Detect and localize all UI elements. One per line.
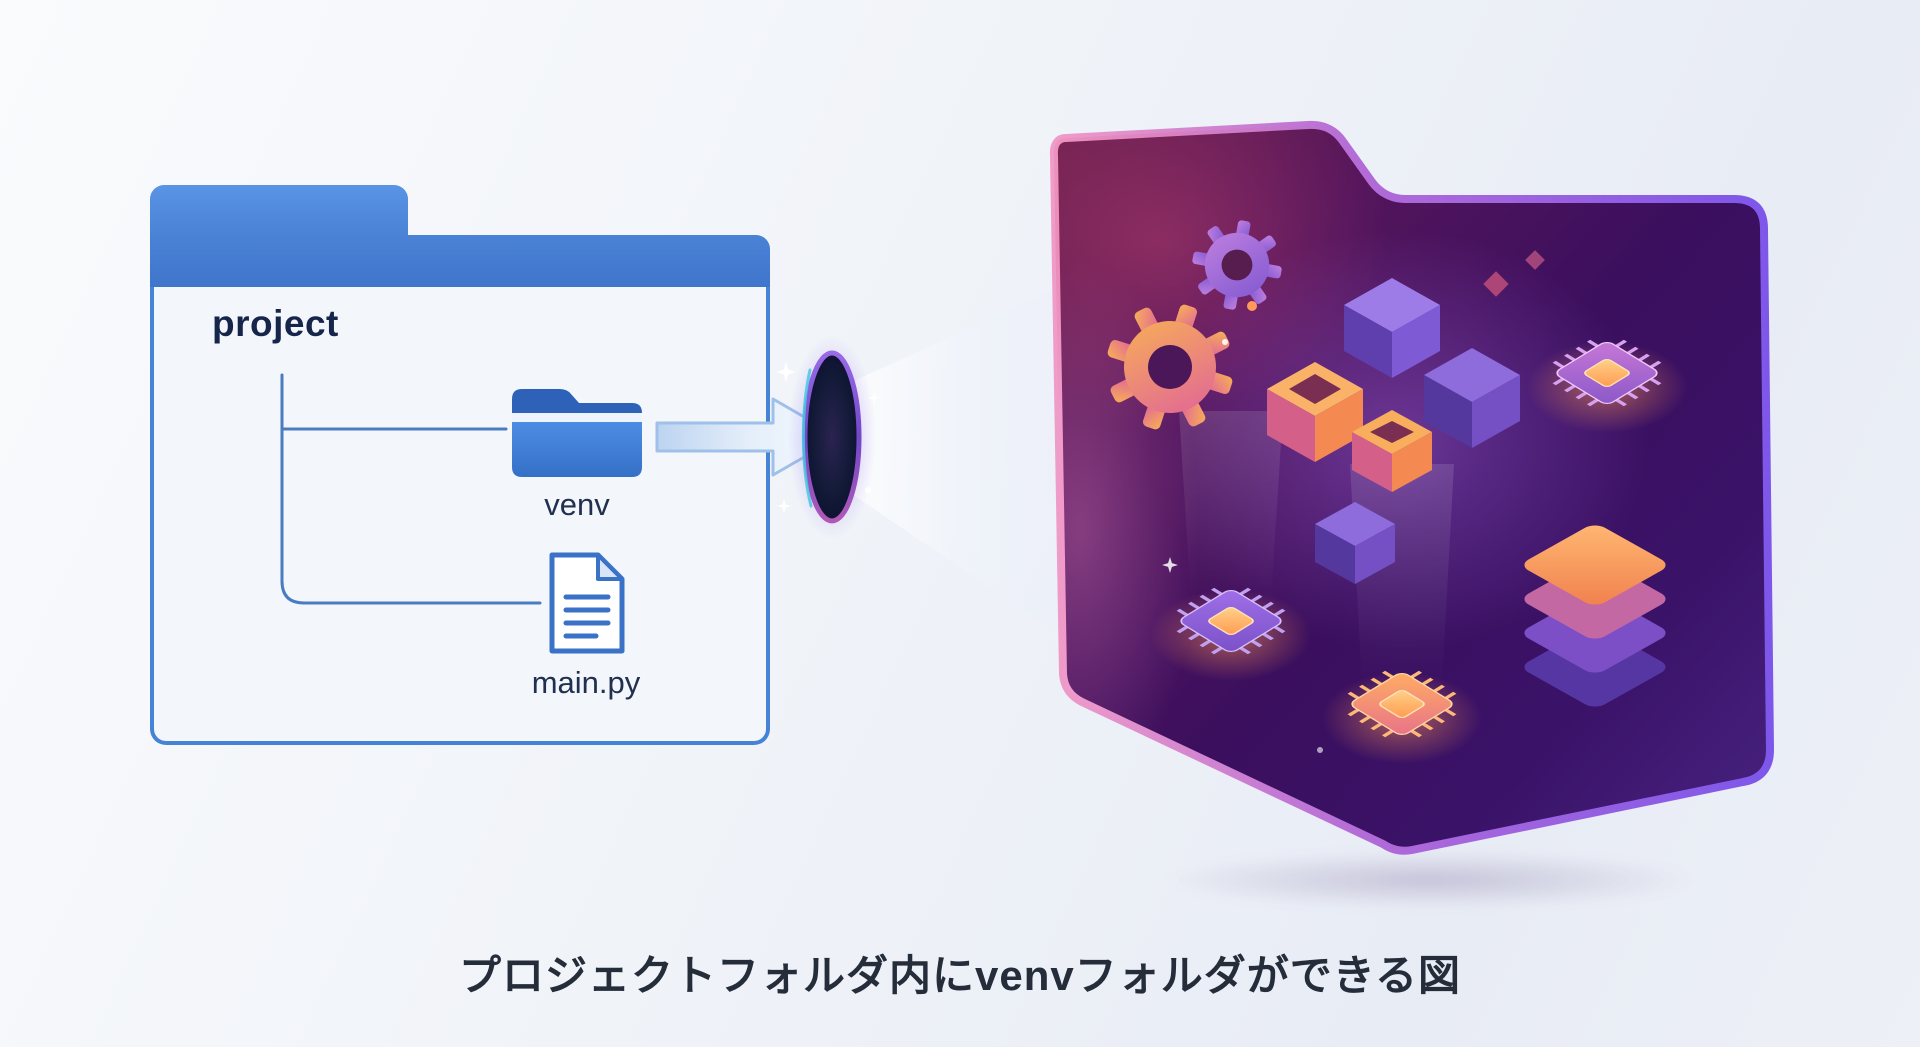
python-file-icon [549, 552, 625, 654]
project-folder-tab [150, 185, 408, 237]
project-folder-band [150, 235, 770, 287]
venv-folder-icon [512, 389, 642, 477]
mainpy-label: main.py [531, 665, 641, 700]
gear-icon [1107, 304, 1233, 430]
portal-icon [776, 335, 880, 539]
gear-icon [1192, 220, 1282, 310]
cpu-chip-icon [1527, 339, 1687, 433]
project-folder: project venv main [150, 185, 770, 745]
glow-dot [1222, 339, 1228, 345]
glow-dot [1247, 301, 1257, 311]
server-stack-icon [1524, 525, 1666, 707]
venv-label: venv [544, 487, 610, 522]
isometric-cubes [1267, 278, 1520, 584]
venv-environment-illustration [1049, 120, 1774, 855]
cpu-chip-icon [1322, 670, 1482, 764]
diagram-caption: プロジェクトフォルダ内にvenvフォルダができる図 [459, 952, 1461, 999]
project-folder-title: project [212, 303, 339, 344]
cpu-chip-icon [1151, 587, 1311, 681]
sparkle-icon [1162, 557, 1178, 573]
glow-dot [1317, 747, 1323, 753]
folder-shadow [1160, 852, 1700, 908]
sparkle-icon [776, 362, 880, 513]
hologram-beam [1179, 411, 1283, 601]
